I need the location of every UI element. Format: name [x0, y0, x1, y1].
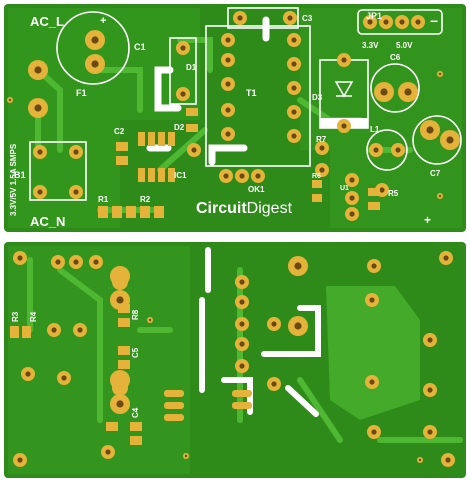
label-c2: C2 — [114, 127, 125, 136]
label-r5: R5 — [388, 189, 399, 198]
label-t1: T1 — [246, 88, 257, 98]
label-r1: R1 — [98, 195, 109, 204]
wire-bottom-3 — [261, 305, 321, 357]
label-minus-out: − — [430, 13, 438, 29]
label-u1: U1 — [340, 185, 349, 192]
label-r8: R8 — [131, 309, 140, 320]
label-plus-cap: + — [100, 15, 106, 27]
wire-jumper-2 — [208, 144, 248, 166]
wire-bottom-5 — [285, 385, 319, 417]
bottom-smd-pads — [10, 266, 252, 445]
jp1-outline — [357, 9, 443, 35]
label-b1: B1 — [14, 170, 26, 180]
top-smd-pads — [98, 108, 380, 218]
c7-outline — [412, 115, 462, 165]
label-c3: C3 — [302, 14, 313, 23]
wire-bottom-4 — [221, 377, 253, 415]
label-c6: C6 — [390, 53, 401, 62]
logo-text-light: Digest — [247, 200, 293, 217]
label-5v0: 5.0V — [396, 41, 413, 50]
label-d2: D2 — [174, 123, 185, 132]
label-l1: L1 — [370, 125, 380, 134]
label-3v3: 3.3V — [362, 41, 379, 50]
bridge-outline — [29, 141, 87, 201]
label-r6: R6 — [312, 173, 321, 180]
label-c7: C7 — [430, 169, 441, 178]
circuitdigest-logo: CircuitDigest — [196, 200, 293, 217]
label-jp1: JP1 — [366, 11, 382, 21]
pcb-bottom-board: R3 R4 R8 C5 C4 — [4, 242, 466, 478]
label-ic1: IC1 — [174, 171, 187, 180]
label-plus-out: + — [424, 213, 431, 227]
capacitor-outline-big — [56, 11, 130, 85]
logo-text-bold: Circuit — [196, 200, 247, 217]
label-d3: D3 — [312, 93, 323, 102]
label-r3: R3 — [11, 311, 20, 322]
c6-outline — [370, 63, 420, 113]
label-smps: 3.3V/5V 1.5A SMPS — [9, 143, 18, 216]
ground-pour — [326, 286, 420, 420]
label-c1: C1 — [134, 42, 146, 52]
label-r7: R7 — [316, 135, 327, 144]
label-c5: C5 — [131, 347, 140, 358]
wire-jumper-1 — [154, 66, 182, 112]
label-f1: F1 — [76, 88, 87, 98]
label-d1: D1 — [186, 63, 197, 72]
pcb-top-board: AC_L AC_N JP1 3.3V 5.0V C1 C2 C3 C6 C7 D… — [4, 4, 466, 232]
label-ac-n: AC_N — [30, 214, 65, 229]
transformer-outline — [205, 25, 311, 167]
label-r4: R4 — [29, 311, 38, 322]
label-ac-l: AC_L — [30, 14, 64, 29]
label-r2: R2 — [140, 195, 151, 204]
label-c4: C4 — [131, 407, 140, 418]
label-ok1: OK1 — [248, 185, 265, 194]
l1-outline — [366, 129, 408, 171]
